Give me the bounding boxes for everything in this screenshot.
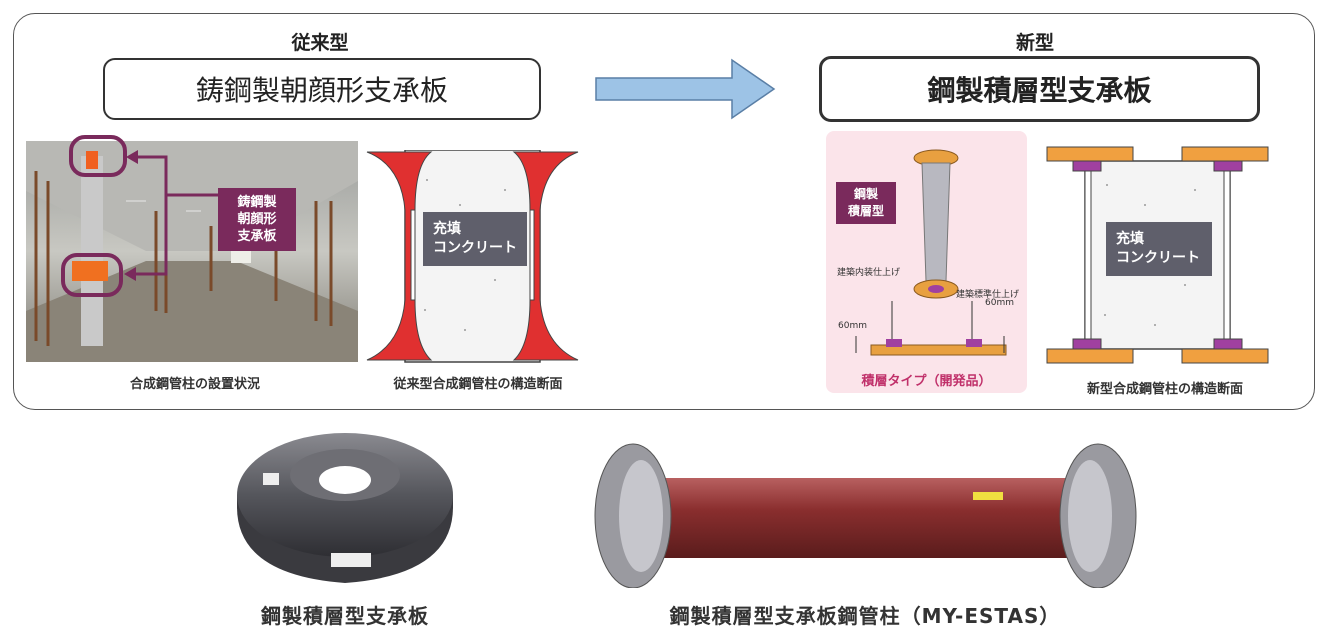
annotation-60mm-left: 60mm	[838, 321, 867, 331]
laminated-tag: 鋼製 積層型	[836, 182, 896, 224]
annotation-60mm-right: 60mm	[985, 298, 1014, 308]
concrete-label-line-2: コンクリート	[433, 240, 517, 256]
laminated-bearing-model	[855, 149, 1007, 356]
section-caption-new: 新型合成鋼管柱の構造断面	[1086, 382, 1243, 397]
tag-line-3: 支承板	[237, 229, 277, 244]
annotation-standard: 建築標準仕上げ	[956, 290, 1020, 300]
tag-line-1: 鋳鋼製	[237, 195, 277, 210]
photo-caption: 合成鋼管柱の設置状況	[129, 377, 260, 392]
concrete-label-new-line-1: 充填	[1116, 231, 1144, 247]
pipe-caption: 鋼製積層型支承板鋼管柱（MY-ESTAS）	[669, 604, 1061, 628]
model-caption: 積層タイプ（開発品）	[861, 374, 992, 389]
comparison-frame	[13, 13, 1315, 410]
concrete-label-new: 充填 コンクリート	[1106, 222, 1212, 276]
concrete-label-line-1: 充填	[433, 221, 461, 237]
model-tag-line-2: 積層型	[847, 204, 884, 218]
bearing-plate-photo	[237, 433, 453, 583]
concrete-label-conventional: 充填 コンクリート	[423, 212, 527, 266]
title-new: 鋼製積層型支承板	[927, 74, 1152, 107]
title-conventional: 鋳鋼製朝顔形支承板	[195, 74, 448, 107]
transition-arrow-icon	[595, 58, 776, 120]
title-box-new: 鋼製積層型支承板	[819, 56, 1260, 122]
tag-line-2: 朝顔形	[237, 212, 277, 227]
model-tag-line-1: 鋼製	[853, 187, 878, 201]
concrete-label-new-line-2: コンクリート	[1116, 250, 1200, 266]
annotation-interior: 建築内装仕上げ	[837, 268, 901, 278]
pipe-column-photo	[594, 443, 1137, 588]
heading-new: 新型	[1015, 32, 1054, 54]
title-box-conventional: 鋳鋼製朝顔形支承板	[103, 58, 541, 120]
callout-overlay	[61, 135, 218, 297]
heading-conventional: 従来型	[291, 32, 349, 54]
cast-steel-tag: 鋳鋼製 朝顔形 支承板	[218, 188, 296, 251]
section-caption-conventional: 従来型合成鋼管柱の構造断面	[393, 377, 563, 392]
plate-caption: 鋼製積層型支承板	[261, 604, 429, 628]
